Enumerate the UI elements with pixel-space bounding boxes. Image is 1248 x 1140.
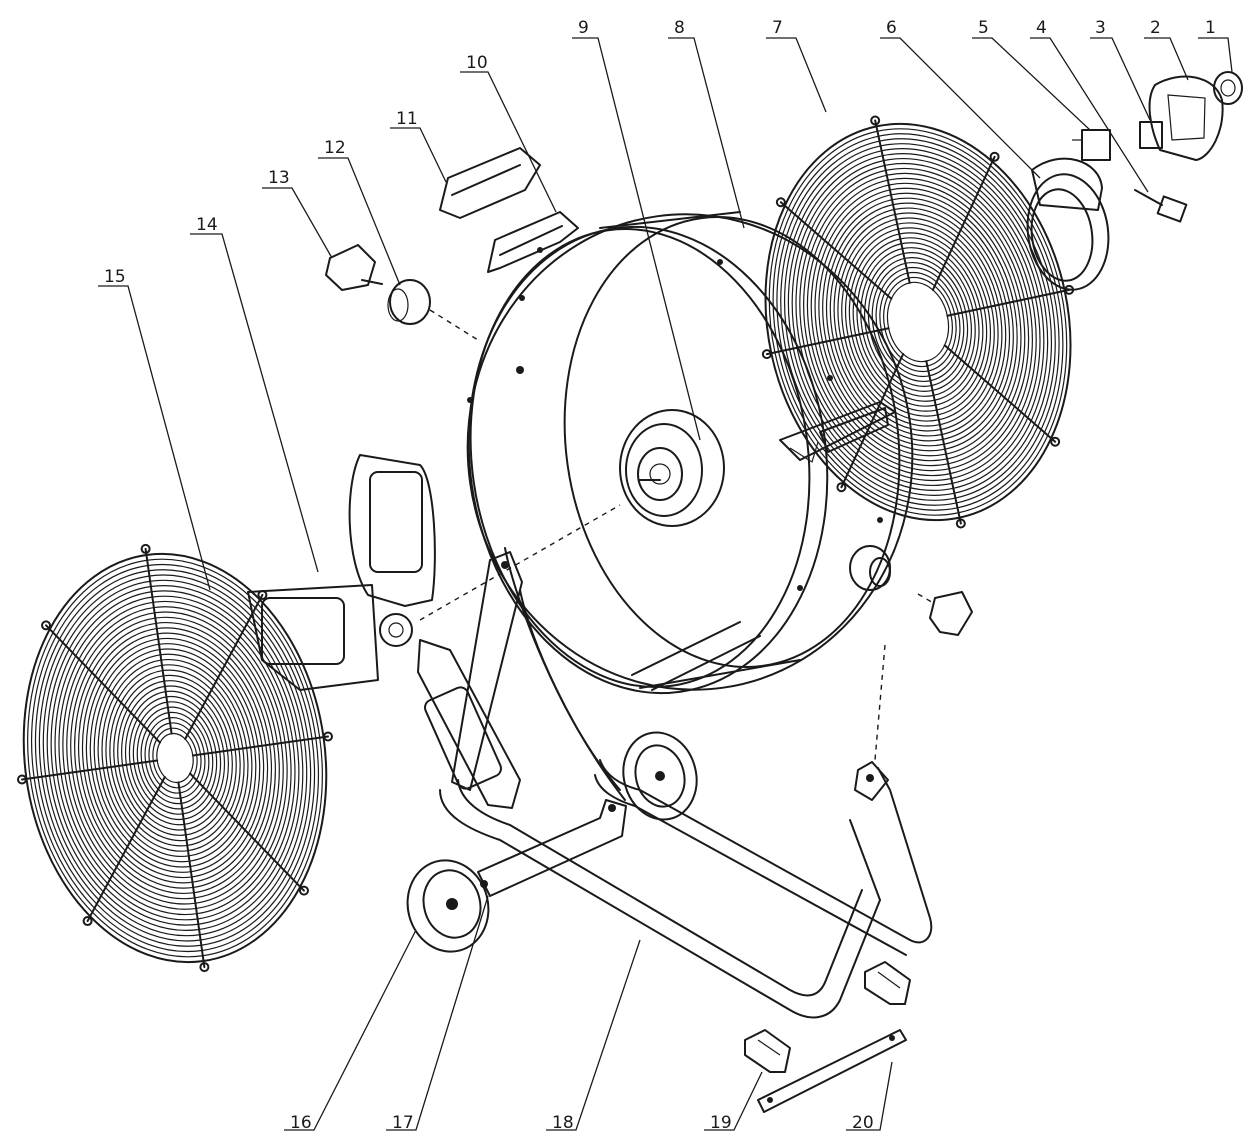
- callout-leader: [668, 37, 745, 229]
- callout-number: 3: [1095, 18, 1106, 38]
- callout-19: 19: [704, 1071, 763, 1133]
- callout-9: 9: [572, 18, 701, 441]
- callout-number: 19: [710, 1113, 732, 1133]
- callout-3: 3: [1090, 18, 1151, 121]
- callout-leader: [546, 939, 641, 1131]
- callout-leader: [98, 285, 211, 591]
- callout-8: 8: [668, 18, 745, 229]
- callout-4: 4: [1030, 18, 1149, 193]
- drum-side-handle: [779, 401, 896, 463]
- callout-number: 4: [1036, 18, 1047, 38]
- callout-number: 5: [978, 18, 989, 38]
- callout-6: 6: [880, 18, 1041, 179]
- callout-number: 13: [268, 168, 290, 188]
- callout-18: 18: [546, 939, 641, 1133]
- callout-number: 1: [1205, 18, 1216, 38]
- callout-number: 9: [578, 18, 589, 38]
- callout-number: 14: [196, 215, 218, 235]
- callout-leader: [1030, 37, 1149, 193]
- callout-15: 15: [98, 267, 211, 591]
- callout-leader: [460, 71, 557, 213]
- drum-housing: [466, 211, 914, 695]
- callout-12: 12: [318, 138, 401, 286]
- callout-number: 2: [1150, 18, 1161, 38]
- callout-leader: [1090, 37, 1151, 121]
- callout-leader: [1198, 37, 1233, 73]
- callout-number: 17: [392, 1113, 414, 1133]
- callout-leader: [318, 157, 401, 286]
- support-bar: [757, 1029, 907, 1113]
- callout-17: 17: [386, 895, 489, 1133]
- front-grille: [17, 543, 333, 973]
- callout-7: 7: [766, 18, 827, 113]
- callout-leader: [390, 127, 447, 183]
- callout-leader: [846, 1061, 893, 1131]
- rear-cover-parts: [1026, 71, 1243, 291]
- callout-leader: [386, 895, 489, 1131]
- fan-blade: [247, 454, 621, 809]
- callout-13: 13: [262, 168, 333, 259]
- callout-20: 20: [846, 1061, 893, 1133]
- callout-5: 5: [972, 18, 1091, 131]
- callout-number: 8: [674, 18, 685, 38]
- callout-leader: [284, 929, 417, 1131]
- callout-leader: [190, 233, 319, 573]
- callout-10: 10: [460, 53, 557, 213]
- callout-leader: [572, 37, 701, 441]
- callout-leader: [262, 187, 333, 259]
- callout-14: 14: [190, 215, 319, 573]
- callout-leader: [1144, 37, 1189, 81]
- rear-grille: [761, 115, 1075, 529]
- feet: [744, 961, 911, 1073]
- wheels: [406, 731, 698, 953]
- callout-11: 11: [390, 109, 447, 183]
- callout-leader: [880, 37, 1041, 179]
- callout-leader: [704, 1071, 763, 1131]
- top-handles: [439, 147, 579, 273]
- callout-number: 15: [104, 267, 126, 287]
- callout-16: 16: [284, 929, 417, 1133]
- callout-1: 1: [1198, 18, 1233, 73]
- callout-number: 7: [772, 18, 783, 38]
- stand-frame: [439, 547, 933, 1019]
- motor: [619, 409, 725, 527]
- right-knob-assembly: [849, 545, 973, 636]
- callout-number: 20: [852, 1113, 874, 1133]
- callout-number: 12: [324, 138, 346, 158]
- axle-bracket: [477, 799, 627, 897]
- left-knob-assembly: [325, 244, 479, 341]
- callout-number: 6: [886, 18, 897, 38]
- callout-number: 10: [466, 53, 488, 73]
- callout-number: 16: [290, 1113, 312, 1133]
- callout-leader: [972, 37, 1091, 131]
- callout-number: 18: [552, 1113, 574, 1133]
- callout-leader: [766, 37, 827, 113]
- callout-2: 2: [1144, 18, 1189, 81]
- callout-number: 11: [396, 109, 418, 129]
